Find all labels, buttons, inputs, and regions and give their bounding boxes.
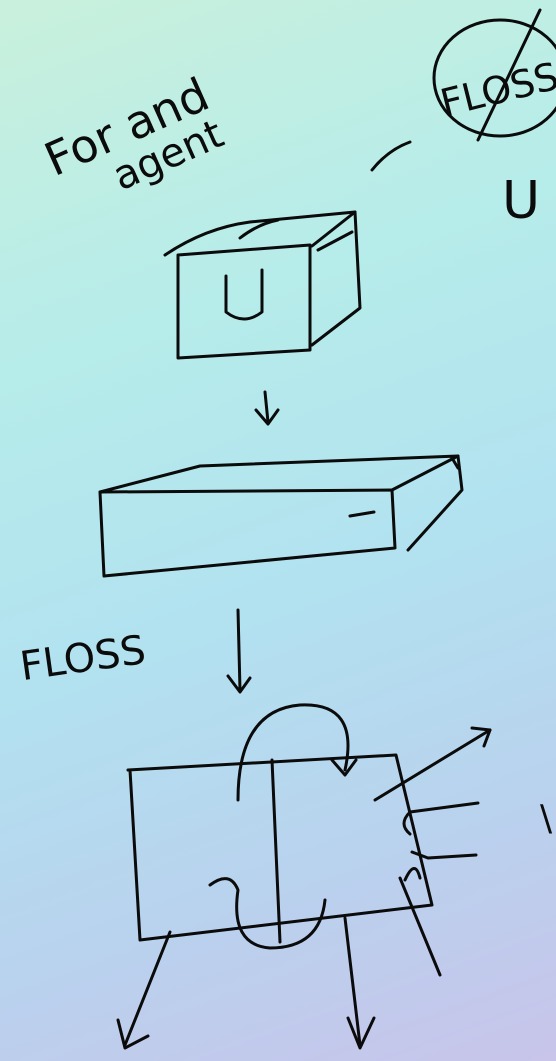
in-arrow-2 [410, 850, 478, 860]
box-front [98, 488, 397, 578]
down-arrow-left [123, 930, 172, 1047]
down-arrowhead-mid [346, 1016, 376, 1050]
cube [163, 210, 362, 360]
out-arrowhead-right [470, 726, 492, 748]
box-top [98, 454, 460, 494]
down-arrowhead-left [116, 1018, 150, 1050]
flow-box [116, 703, 492, 1050]
arrow-down-1 [254, 390, 280, 426]
note-left: For and agent [37, 67, 231, 200]
strike-line [476, 8, 542, 142]
tick-mark: \ [540, 798, 553, 839]
cube-side [310, 210, 362, 347]
flow-box-divider [270, 758, 282, 944]
long-box [98, 454, 464, 578]
circle-label: FLOSS [436, 54, 556, 126]
box-mark [348, 510, 376, 518]
cube-front [176, 243, 312, 360]
in-arrow-1 [402, 801, 480, 836]
box-side [406, 454, 464, 552]
dash-mark [370, 140, 412, 172]
cube-side-edge [316, 230, 354, 252]
flow-box-outline [126, 753, 434, 942]
bottom-loop [208, 877, 327, 950]
loop-arrow [236, 703, 350, 802]
loop-arrowhead [330, 758, 358, 777]
box-corner [450, 456, 460, 470]
arrow-down-2 [226, 608, 252, 694]
floss-label: FLOSS [17, 627, 148, 690]
down-arrow-mid [343, 916, 362, 1047]
out-arrow-right [373, 728, 492, 802]
floss-circle: FLOSS U [432, 8, 556, 231]
circle-outline [432, 18, 556, 138]
cube-top-seam [238, 218, 280, 240]
down-arrow-right [398, 876, 442, 977]
cube-top [163, 210, 357, 257]
circle-sub-label: U [502, 171, 540, 231]
in-arrow-3 [403, 867, 422, 882]
cube-label-u [224, 268, 264, 321]
